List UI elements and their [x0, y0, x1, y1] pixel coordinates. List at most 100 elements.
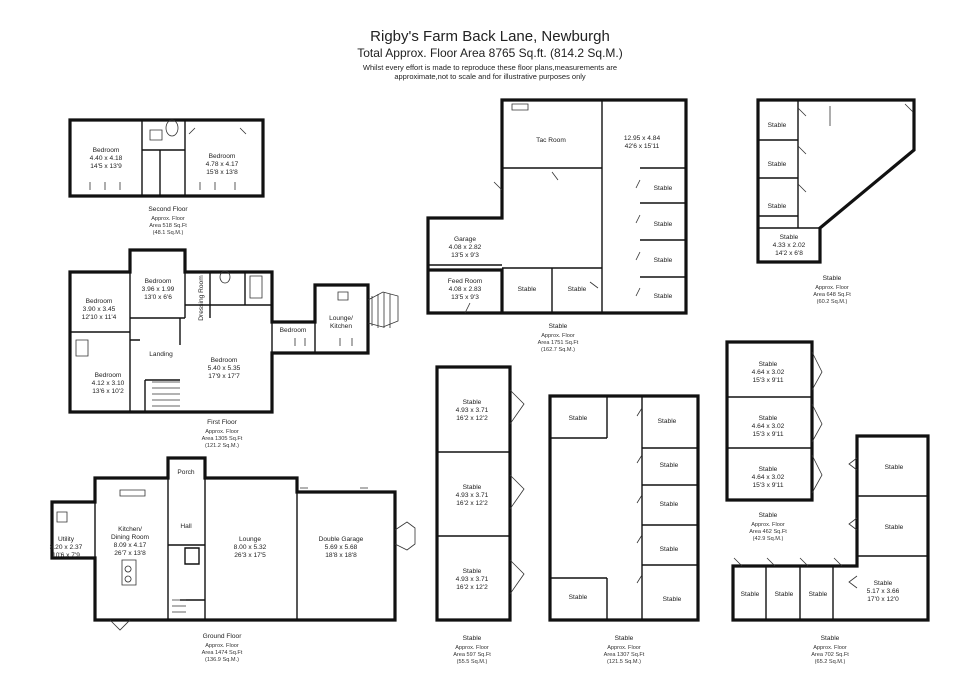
disclaimer-line-2: approximate,not to scale and for illustr…	[394, 72, 586, 81]
ms-stable-1: Stable	[518, 286, 537, 293]
ff-bedroom-c-metric: 4.12 x 3.10	[92, 380, 125, 387]
rb-stable-5: Stable	[809, 591, 828, 598]
ff-bedroom-a-metric: 3.96 x 1.99	[142, 286, 175, 293]
sl-stable-3: Stable	[660, 462, 679, 469]
rb-caption-l2: Area 702 Sq.Ft	[811, 652, 849, 658]
ms-big-imperial: 42'6 x 15'11	[625, 143, 660, 150]
ts-stable-2: Stable	[768, 161, 787, 168]
ff-bedroom-a-name: Bedroom	[145, 278, 172, 285]
ms-feed-imperial: 13'5 x 9'3	[451, 294, 479, 301]
rt-caption-l2: Area 462 Sq.Ft	[749, 529, 787, 535]
sf-bedroom1-imperial: 14'5 x 13'9	[90, 163, 122, 170]
rb-stable-2: Stable	[885, 524, 904, 531]
sl-caption-l3: (121.5 Sq.M.)	[607, 659, 641, 665]
rt-room2-name: Stable	[759, 415, 778, 422]
ground-floor-plan: Utility 3.20 x 2.37 10'6 x 7'9 Kitchen/ …	[50, 456, 416, 663]
ms-stable-6: Stable	[654, 293, 673, 300]
rb-big-metric: 5.17 x 3.66	[867, 588, 900, 595]
sl-caption-name: Stable	[615, 635, 634, 642]
rt-caption-name: Stable	[759, 512, 778, 519]
ff-bedroom-b-name: Bedroom	[86, 298, 113, 305]
gf-lounge-metric: 8.00 x 5.32	[234, 544, 267, 551]
gf-lounge-imperial: 26'3 x 17'5	[234, 552, 266, 559]
gf-caption-name: Ground Floor	[203, 633, 243, 640]
ff-caption-l2: Area 1305 Sq.Ft	[202, 436, 243, 442]
ms-garage-imperial: 13'5 x 9'3	[451, 252, 479, 259]
sl-stable-2: Stable	[658, 418, 677, 425]
ts-bottom-imperial: 14'2 x 6'8	[775, 250, 803, 257]
sl-stable-4: Stable	[660, 501, 679, 508]
ms-caption-l3: (162.7 Sq.M.)	[541, 347, 575, 353]
rb-stable-1: Stable	[885, 464, 904, 471]
ff-caption-l1: Approx. Floor	[205, 429, 239, 435]
s3-room1-imperial: 16'2 x 12'2	[456, 415, 488, 422]
ff-bedroom-c-imperial: 13'6 x 10'2	[92, 388, 124, 395]
rt-room1-metric: 4.64 x 3.02	[752, 369, 785, 376]
sf-bedroom2-metric: 4.78 x 4.17	[206, 161, 239, 168]
gf-kitchen-metric: 8.09 x 4.17	[114, 542, 147, 549]
rt-room2-imperial: 15'3 x 9'11	[753, 431, 784, 438]
rt-room3-imperial: 15'3 x 9'11	[753, 482, 784, 489]
s3-room2-imperial: 16'2 x 12'2	[456, 500, 488, 507]
ff-bedroom-d-metric: 5.40 x 5.35	[208, 365, 241, 372]
ms-caption-l2: Area 1751 Sq.Ft	[538, 340, 579, 346]
gf-utility-name: Utility	[58, 536, 75, 543]
ts-caption-name: Stable	[823, 275, 842, 282]
gf-utility-imperial: 10'6 x 7'9	[52, 552, 80, 559]
ff-bedroom-d-name: Bedroom	[211, 357, 238, 364]
rb-big-name: Stable	[874, 580, 893, 587]
total-floor-area: Total Approx. Floor Area 8765 Sq.ft. (81…	[357, 46, 623, 60]
rt-room1-imperial: 15'3 x 9'11	[753, 377, 784, 384]
sf-caption-l1: Approx. Floor	[151, 216, 185, 222]
ms-big-metric: 12.95 x 4.84	[624, 135, 661, 142]
rt-room3-metric: 4.64 x 3.02	[752, 474, 785, 481]
s3-room2-name: Stable	[463, 484, 482, 491]
gf-porch: Porch	[177, 469, 195, 476]
ff-bedroom-c-name: Bedroom	[95, 372, 122, 379]
ff-bedroom-b-imperial: 12'10 x 11'4	[82, 314, 117, 321]
gf-lounge-name: Lounge	[239, 536, 261, 543]
ff-bedroom-a-imperial: 13'0 x 6'6	[144, 294, 172, 301]
ff-dressing-room: Dressing Room	[198, 275, 205, 321]
rb-caption-name: Stable	[821, 635, 840, 642]
ts-bottom-metric: 4.33 x 2.02	[773, 242, 806, 249]
rt-room1-name: Stable	[759, 361, 778, 368]
rt-room2-metric: 4.64 x 3.02	[752, 423, 785, 430]
gf-kitchen-name1: Kitchen/	[118, 526, 142, 533]
s3-room1-metric: 4.93 x 3.71	[456, 407, 489, 414]
ms-stable-4: Stable	[654, 221, 673, 228]
ms-garage-name: Garage	[454, 236, 476, 243]
s3-room3-metric: 4.93 x 3.71	[456, 576, 489, 583]
ts-caption-l3: (60.2 Sq.M.)	[817, 299, 848, 305]
ms-garage-metric: 4.08 x 2.82	[449, 244, 482, 251]
ms-caption-l1: Approx. Floor	[541, 333, 575, 339]
sf-caption-l3: (48.1 Sq.M.)	[153, 230, 184, 236]
rb-caption-l3: (65.2 Sq.M.)	[815, 659, 846, 665]
rt-caption-l3: (42.9 Sq.M.)	[753, 536, 784, 542]
gf-kitchen-imperial: 26'7 x 13'8	[114, 550, 146, 557]
ms-stable-2: Stable	[568, 286, 587, 293]
gf-caption-l3: (136.9 Sq.M.)	[205, 657, 239, 663]
rt-room3-name: Stable	[759, 466, 778, 473]
ms-caption-name: Stable	[549, 323, 568, 330]
ff-lounge-kitchen-2: Kitchen	[330, 323, 352, 330]
ff-landing: Landing	[149, 351, 173, 358]
sl-caption-l1: Approx. Floor	[607, 645, 641, 651]
s3-room2-metric: 4.93 x 3.71	[456, 492, 489, 499]
ts-stable-3: Stable	[768, 203, 787, 210]
first-floor-plan: Bedroom 3.96 x 1.99 13'0 x 6'6 Bedroom 3…	[68, 248, 399, 449]
ff-caption-name: First Floor	[207, 419, 237, 426]
triangle-stable-plan: Stable Stable Stable Stable 4.33 x 2.02 …	[756, 98, 916, 305]
sl-stable-6: Stable	[569, 594, 588, 601]
right-top-stable-plan: Stable 4.64 x 3.02 15'3 x 9'11 Stable 4.…	[725, 340, 823, 542]
ts-caption-l1: Approx. Floor	[815, 285, 849, 291]
s3-caption-l2: Area 597 Sq.Ft	[453, 652, 491, 658]
gf-kitchen-name2: Dining Room	[111, 534, 150, 541]
ff-bedroom-e-name: Bedroom	[280, 327, 307, 334]
sf-bedroom1-metric: 4.40 x 4.18	[90, 155, 123, 162]
right-bottom-stable-plan: Stable Stable Stable 5.17 x 3.66 17'0 x …	[731, 434, 930, 665]
rb-stable-4: Stable	[775, 591, 794, 598]
ff-caption-l3: (121.2 Sq.M.)	[205, 443, 239, 449]
ts-stable-1: Stable	[768, 122, 787, 129]
